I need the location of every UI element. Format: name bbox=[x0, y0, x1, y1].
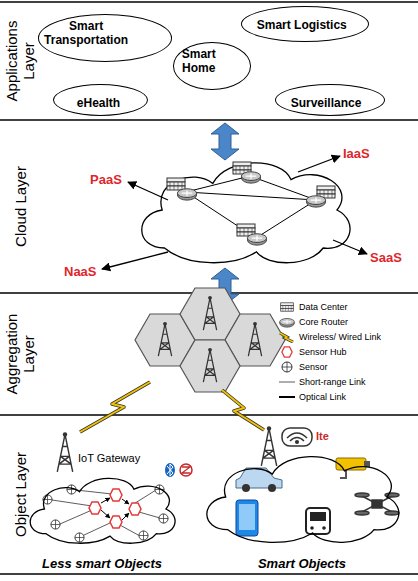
service-label: NaaS bbox=[64, 264, 97, 279]
application-ellipse: Smart Logistics bbox=[241, 6, 370, 42]
object-caption: Smart Objects bbox=[258, 556, 346, 572]
service-label: NaaS bbox=[64, 264, 97, 279]
legend-sample bbox=[278, 301, 296, 313]
application-ellipse: Smart Home bbox=[173, 42, 252, 90]
bluetooth-icon bbox=[165, 463, 175, 477]
application-ellipse: Smart Transportation bbox=[38, 14, 173, 62]
legend-text: Sensor Hub bbox=[299, 347, 347, 357]
wireless-links bbox=[80, 382, 264, 432]
legend-item: Sensor Hub bbox=[278, 344, 381, 359]
application-name: Smart Logistics bbox=[257, 18, 347, 32]
legend-text: Wireless/ Wired Link bbox=[299, 332, 381, 342]
service-label: SaaS bbox=[370, 250, 402, 265]
cell-hexagons bbox=[135, 288, 285, 392]
core-routers bbox=[167, 162, 335, 245]
gateway-tower bbox=[261, 426, 276, 466]
service-label: PaaS bbox=[90, 172, 122, 187]
sensors bbox=[43, 485, 168, 542]
legend-text: Data Center bbox=[299, 302, 348, 312]
cloud-links bbox=[186, 176, 316, 238]
gateway-tower bbox=[57, 432, 72, 472]
lte-logo: lte bbox=[316, 430, 329, 442]
sensor-links bbox=[52, 490, 160, 536]
wifi-icon bbox=[282, 428, 312, 446]
service-label: IaaS bbox=[343, 146, 370, 161]
phone-icon bbox=[236, 500, 258, 536]
double-arrow bbox=[211, 123, 239, 160]
layer-band: Aggregation Layer bbox=[0, 293, 418, 415]
service-label: IaaS bbox=[343, 146, 370, 161]
legend-item: Sensor bbox=[278, 359, 381, 374]
legend-sample bbox=[278, 346, 296, 358]
cloud-outline bbox=[142, 163, 350, 263]
service-label: PaaS bbox=[90, 172, 122, 187]
legend-text: Short-range Link bbox=[299, 377, 366, 387]
legend-item: Wireless/ Wired Link bbox=[278, 329, 381, 344]
layer-name: Aggregation Layer bbox=[3, 296, 37, 412]
cell-towers bbox=[158, 296, 261, 382]
legend-text: Core Router bbox=[299, 317, 348, 327]
sensor-hubs bbox=[89, 489, 141, 528]
gateway-label: IoT Gateway bbox=[78, 452, 140, 464]
application-name: Surveillance bbox=[291, 96, 362, 110]
legend-item: Core Router bbox=[278, 314, 381, 329]
cloud-outline bbox=[30, 478, 175, 543]
object-caption: Less smart Objects bbox=[42, 556, 162, 572]
legend-sample bbox=[278, 316, 296, 328]
zigbee-icon bbox=[180, 464, 192, 476]
legend-text: Optical Link bbox=[299, 392, 346, 402]
service-label: SaaS bbox=[370, 250, 402, 265]
service-arrows bbox=[102, 156, 367, 269]
legend-item: Optical Link bbox=[278, 389, 381, 404]
layer-name: Applications Layer bbox=[3, 5, 37, 117]
cloud-outline bbox=[196, 448, 408, 546]
application-ellipse: eHealth bbox=[53, 84, 148, 116]
layer-band: Less smart ObjectsSmart ObjectsObject La… bbox=[0, 415, 418, 574]
legend-sample bbox=[278, 331, 296, 343]
cloud-outline bbox=[22, 472, 182, 546]
object-cloud: Smart Objects bbox=[196, 448, 408, 546]
application-name: Smart Home bbox=[174, 47, 224, 75]
legend: Data CenterCore RouterWireless/ Wired Li… bbox=[278, 299, 381, 404]
lte-logo: lte bbox=[316, 430, 329, 442]
legend-item: Short-range Link bbox=[278, 374, 381, 389]
layer-name: Cloud Layer bbox=[12, 166, 29, 247]
gateway-label: IoT Gateway bbox=[78, 452, 140, 464]
layer-band: Smart Transportation Smart LogisticsSmart… bbox=[0, 2, 418, 120]
application-name: Smart Transportation bbox=[39, 19, 134, 47]
bus-icon bbox=[306, 508, 330, 534]
legend-sample bbox=[278, 376, 296, 388]
layer-name: Object Layer bbox=[12, 452, 29, 537]
object-cloud: Less smart Objects bbox=[22, 472, 182, 546]
legend-sample bbox=[278, 391, 296, 403]
application-name: eHealth bbox=[77, 96, 120, 110]
application-ellipse: Surveillance bbox=[275, 84, 385, 116]
layer-band: Cloud Layer bbox=[0, 120, 418, 293]
car-icon bbox=[236, 468, 282, 492]
cloud-outline bbox=[207, 457, 399, 543]
legend-text: Sensor bbox=[299, 362, 328, 372]
legend-item: Data Center bbox=[278, 299, 381, 314]
drone-icon bbox=[355, 493, 399, 515]
legend-sample bbox=[278, 361, 296, 373]
